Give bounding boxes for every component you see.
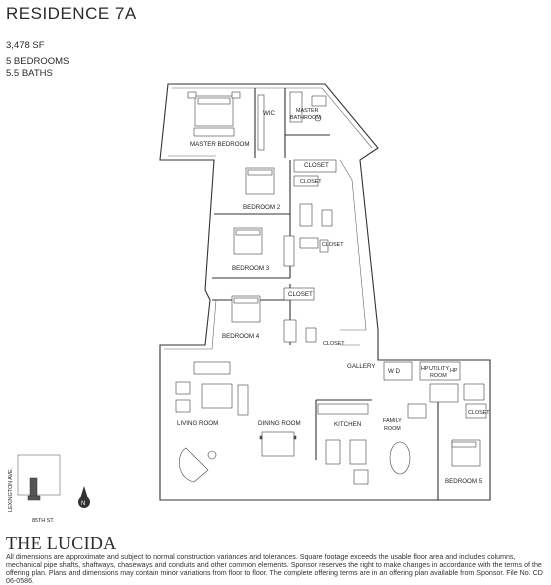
square-footage: 3,478 SF <box>6 40 45 51</box>
label-closet-bedroom5: CLOSET <box>468 410 490 416</box>
family-bedroom5 <box>389 383 487 500</box>
key-plan: LEXINGTON AVE. 85TH ST. <box>8 454 61 524</box>
label-utility-line2: ROOM <box>430 373 447 379</box>
label-closet-bedroom3: CLOSET <box>322 242 344 248</box>
label-hp-1: HP <box>421 366 429 372</box>
bedroom-count: 5 BEDROOMS <box>6 56 70 67</box>
label-kitchen: KITCHEN <box>334 421 361 428</box>
label-north: N <box>81 501 85 507</box>
label-bedroom-3: BEDROOM 3 <box>232 265 270 272</box>
label-hp-2: HP <box>450 368 458 374</box>
label-family-line1: FAMILY <box>383 418 402 424</box>
label-closet-bedroom4-small: CLOSET <box>323 341 345 347</box>
living-dining <box>175 361 297 483</box>
label-master-bedroom: MASTER BEDROOM <box>190 141 249 148</box>
label-85th-st: 85TH ST. <box>32 518 54 524</box>
label-bedroom-2: BEDROOM 2 <box>243 204 281 211</box>
label-master-bathroom-line2: BATHROOM <box>290 115 321 121</box>
label-master-bathroom-line1: MASTER <box>296 108 319 114</box>
north-arrow-icon: N <box>78 486 90 508</box>
label-bedroom-4: BEDROOM 4 <box>222 333 260 340</box>
interior-outline <box>164 87 373 350</box>
label-dining-room: DINING ROOM <box>258 420 301 427</box>
floor-plan: MASTER BEDROOM WIC MASTER BATHROOM CLOSE… <box>8 83 491 524</box>
bedroom-4 <box>212 284 317 345</box>
master-suite <box>187 88 330 158</box>
bath-count: 5.5 BATHS <box>6 68 53 79</box>
label-family-line2: ROOM <box>384 426 401 432</box>
label-wic: WIC <box>263 110 276 117</box>
label-closet-bedroom4: CLOSET <box>288 291 313 298</box>
label-utility-line1: UTILITY <box>429 366 449 372</box>
label-closet-bedroom2-small: CLOSET <box>300 179 322 185</box>
utility-area <box>383 361 461 381</box>
kitchen <box>315 399 372 485</box>
label-washer-dryer: W D <box>388 368 401 375</box>
bedroom-2 <box>214 159 337 227</box>
disclaimer-text: All dimensions are approximate and subje… <box>6 553 543 585</box>
label-closet-bedroom2: CLOSET <box>304 162 329 169</box>
label-gallery: GALLERY <box>347 363 375 370</box>
corridor <box>339 159 367 346</box>
exterior-wall <box>159 83 491 501</box>
residence-title: RESIDENCE 7A <box>6 4 137 23</box>
brand-name: THE LUCIDA <box>6 533 117 553</box>
label-lexington-ave: LEXINGTON AVE. <box>8 468 14 512</box>
label-bedroom-5: BEDROOM 5 <box>445 478 483 485</box>
bedroom-3 <box>212 214 329 279</box>
label-living-room: LIVING ROOM <box>177 420 218 427</box>
